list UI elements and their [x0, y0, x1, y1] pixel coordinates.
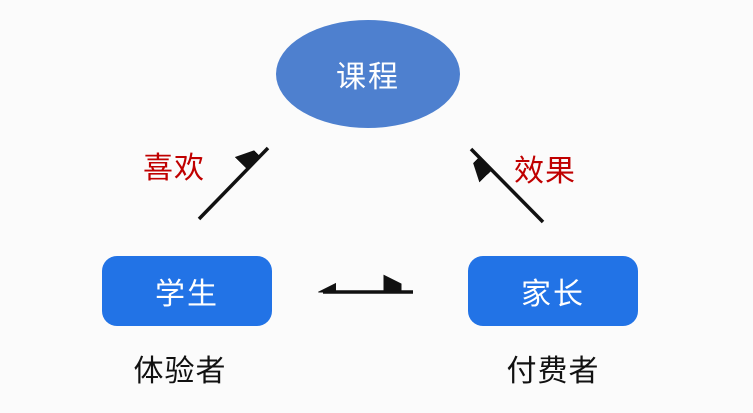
node-parent-label: 家长	[521, 277, 585, 312]
edge-label-effect: 效果	[514, 154, 576, 189]
node-parent: 家长	[468, 256, 638, 326]
node-course-label: 课程	[336, 60, 400, 95]
edge-label-like: 喜欢	[143, 151, 205, 186]
node-student-label: 学生	[155, 277, 219, 312]
role-label-student: 体验者	[133, 354, 227, 389]
node-course: 课程	[276, 20, 460, 128]
node-student: 学生	[102, 256, 272, 326]
arrow-student-to-course	[197, 148, 270, 221]
role-label-parent: 付费者	[506, 354, 600, 389]
arrow-parent-to-course	[471, 147, 545, 224]
